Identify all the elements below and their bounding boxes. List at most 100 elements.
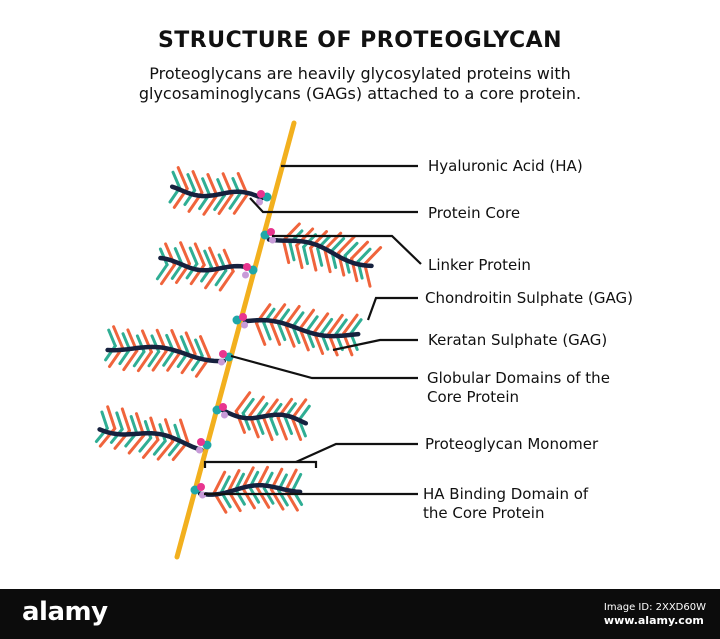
chondroitin-chain <box>312 312 330 334</box>
proteoglycan-monomer <box>104 325 226 378</box>
chondroitin-chain <box>323 248 332 274</box>
ha-binding-node <box>242 271 249 279</box>
keratan-chain <box>107 328 117 348</box>
keratan-chain <box>121 332 132 351</box>
chondroitin-chain <box>184 331 197 356</box>
binding-domain-node <box>257 190 265 198</box>
chondroitin-chain <box>241 466 255 490</box>
label-keratan-sulphate: Keratan Sulphate (GAG) <box>428 331 608 349</box>
leader-keratan <box>332 338 418 352</box>
leader-monomer <box>295 442 418 464</box>
keratan-chain <box>297 404 311 422</box>
keratan-chain <box>330 237 346 253</box>
chondroitin-chain <box>141 438 160 459</box>
label-globular-domains: Globular Domains of the Core Protein <box>427 369 610 407</box>
keratan-chain <box>269 416 279 436</box>
chondroitin-chain <box>202 193 219 216</box>
chondroitin-chain <box>120 407 131 433</box>
label-globular-line-1: Globular Domains of the <box>427 369 610 387</box>
chondroitin-chain <box>298 308 315 331</box>
binding-domain-node <box>197 438 205 446</box>
chondroitin-chain <box>255 486 271 509</box>
site-url: www.alamy.com <box>603 614 704 627</box>
chondroitin-chain <box>327 313 344 336</box>
keratan-chain <box>349 318 363 335</box>
brand-logo: alamy <box>22 597 108 627</box>
chondroitin-chain <box>112 325 124 350</box>
chondroitin-chain <box>156 439 175 461</box>
chondroitin-chain <box>295 243 304 270</box>
leader-linker-protein <box>272 234 422 265</box>
keratan-chain <box>228 192 242 210</box>
core-protein <box>169 184 265 201</box>
chondroitin-chain <box>281 238 291 265</box>
chondroitin-chain <box>208 246 221 271</box>
keratan-chain <box>356 247 372 263</box>
leader-chondroitin <box>366 296 418 321</box>
keratan-chain <box>186 173 197 192</box>
keratan-chain <box>334 318 348 336</box>
keratan-chain <box>152 439 167 456</box>
keratan-chain <box>170 262 184 280</box>
chondroitin-chain <box>284 468 298 492</box>
chondroitin-chain <box>298 327 310 352</box>
chondroitin-chain <box>151 349 168 372</box>
proteoglycan-monomer <box>155 241 251 292</box>
keratan-chain <box>302 245 309 266</box>
chondroitin-chain <box>234 391 252 413</box>
keratan-chain <box>262 321 272 341</box>
keratan-chain <box>316 247 324 267</box>
core-protein <box>105 344 226 364</box>
keratan-chain <box>203 249 213 269</box>
subtitle-line-2: glycosaminoglycans (GAGs) attached to a … <box>138 84 582 103</box>
chondroitin-chain <box>337 235 356 255</box>
chondroitin-chain <box>269 321 282 346</box>
ha-binding-node <box>269 236 276 244</box>
keratan-chain <box>255 415 265 435</box>
chondroitin-chain <box>227 469 241 493</box>
chondroitin-chain <box>248 395 265 417</box>
chondroitin-chain <box>363 246 383 266</box>
ha-binding-node <box>196 446 203 454</box>
subtitle-line-1: Proteoglycans are heavily glycosylated p… <box>149 64 571 83</box>
keratan-chain <box>115 411 124 431</box>
label-proteoglycan-monomer: Proteoglycan Monomer <box>425 435 599 453</box>
chondroitin-chain <box>127 433 146 455</box>
label-protein-core: Protein Core <box>428 204 521 222</box>
keratan-chain <box>283 416 293 435</box>
label-linker-protein: Linker Protein <box>428 256 531 274</box>
binding-domain-node <box>219 403 227 411</box>
label-globular-line-2: Core Protein <box>427 388 520 406</box>
keratan-chain <box>305 315 319 333</box>
keratan-chain <box>194 338 204 358</box>
keratan-chain <box>147 350 161 368</box>
chondroitin-chain <box>166 350 183 372</box>
chondroitin-chain <box>217 193 234 215</box>
keratan-chain <box>162 349 175 367</box>
keratan-chain <box>214 269 228 287</box>
chondroitin-chain <box>309 246 318 272</box>
proteoglycan-monomer <box>197 465 304 514</box>
chondroitin-chain <box>290 416 303 441</box>
proteoglycan-monomer <box>94 405 204 461</box>
chondroitin-chain <box>276 416 288 441</box>
chondroitin-chain <box>269 488 285 511</box>
keratan-chain <box>188 246 199 266</box>
keratan-chain <box>138 436 153 453</box>
keratan-chain <box>201 177 211 196</box>
chondroitin-chain <box>191 170 204 195</box>
keratan-chain <box>277 322 287 342</box>
keratan-chain <box>343 241 359 258</box>
ha-binding-node <box>221 411 228 419</box>
label-hyaluronic-acid: Hyaluronic Acid (HA) <box>428 157 583 175</box>
chondroitin-chain <box>206 173 219 197</box>
core-protein <box>158 255 251 273</box>
core-protein <box>219 407 309 426</box>
chondroitin-chain <box>149 416 160 442</box>
leader-protein-core <box>249 197 418 214</box>
ha-binding-node <box>241 321 248 329</box>
chondroitin-chain <box>199 335 211 360</box>
domain-nodes-layer <box>190 190 276 499</box>
ha-binding-node <box>218 358 225 366</box>
core-protein <box>97 427 204 453</box>
